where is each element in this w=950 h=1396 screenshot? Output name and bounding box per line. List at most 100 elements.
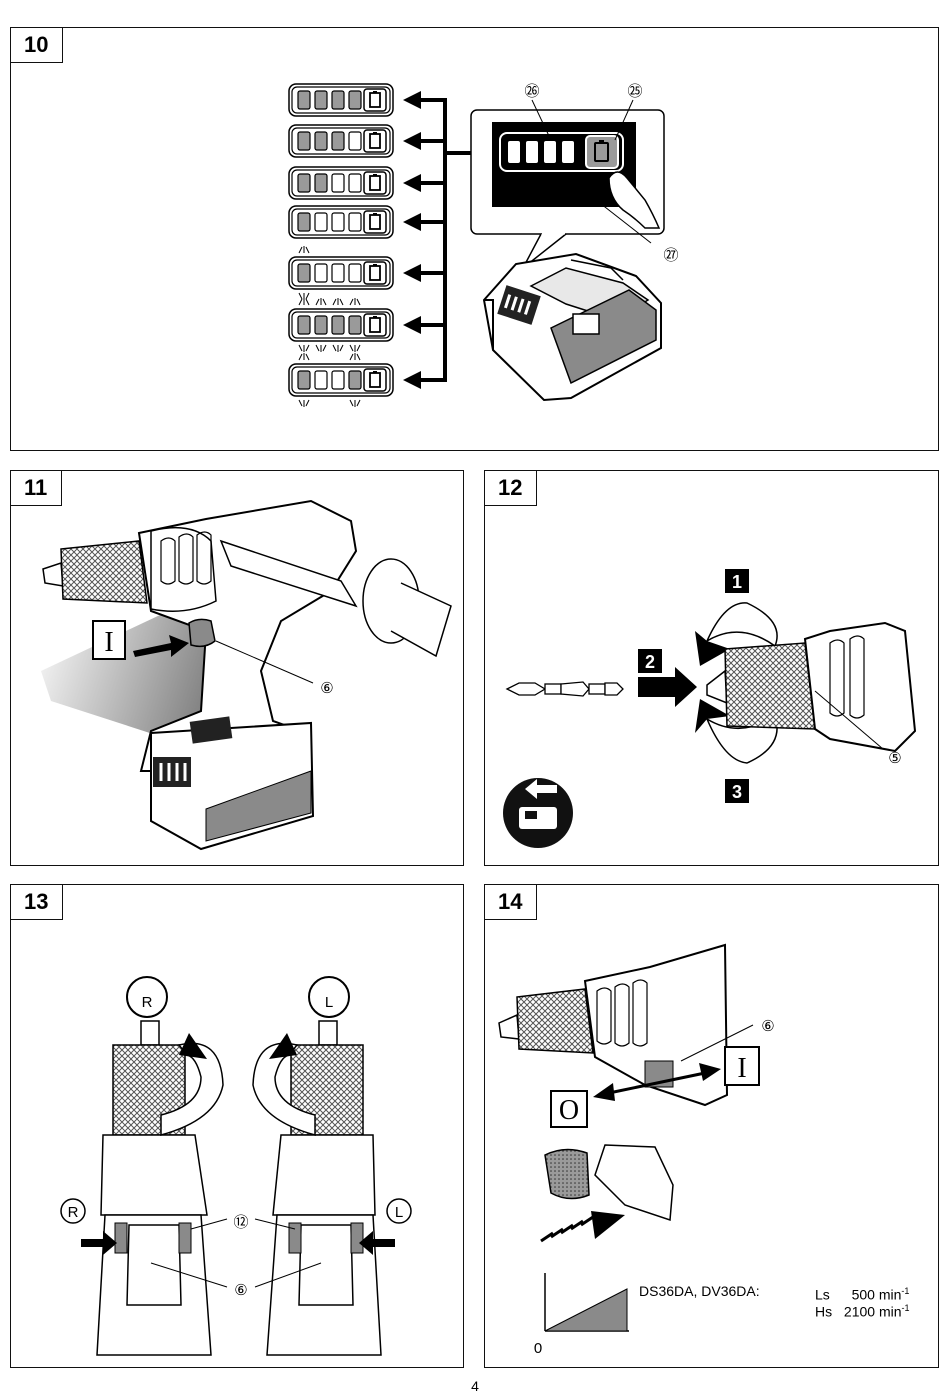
rotate-close-arrow-icon [695,699,730,733]
battery-pack-icon [482,252,662,402]
drill-body [803,621,917,753]
indicator-row [288,298,447,352]
callout-6: ⑥ [320,680,333,697]
speed-low: Ls 500 min-1 [815,1283,909,1304]
switch-lever [644,1060,674,1088]
finger-icon [608,171,661,229]
switch-label-box [92,620,126,660]
figure-number: 13 [11,885,64,920]
arrow-icon [403,264,421,282]
switch-lever [188,618,216,648]
speed-value: 500 min [851,1286,902,1303]
speed-unit-exponent: -1 [901,1303,910,1313]
rotation-direction-illustration: R L R [60,976,412,1356]
callout-6: ⑥ [234,1282,247,1299]
figure-number: 11 [11,471,63,506]
indicator-row [288,246,447,300]
off-label: O [559,1095,579,1126]
indicator-segment [331,370,345,390]
indicator-segment [314,370,328,390]
callout-25: ㉕ [627,83,642,100]
switch-right-label: R [68,1204,79,1221]
battery-indicator-illustration: ㉖ ㉕ ㉗ [288,83,679,407]
arrow-icon [403,316,421,334]
arrow-icon [403,371,421,389]
indicator-segment [297,370,311,390]
step-3-label: 3 [732,782,742,802]
figure-number: 12 [485,471,538,506]
rotate-left-symbol [308,976,350,1018]
on-label: I [737,1053,746,1084]
switch-label: I [104,627,113,658]
indicator-segment [331,315,345,335]
off-label-box [550,1090,588,1128]
indicator-segment [348,131,362,151]
speed-mode: Ls [815,1286,830,1303]
pull-arrow-icon [591,1211,625,1239]
indicator-segment [348,315,362,335]
indicator-segment [314,90,328,110]
figure-14-panel: 14 O I ⑥ [484,884,939,1368]
indicator-segment [331,131,345,151]
step-1-label: 1 [732,572,742,592]
rotate-open-arrow-icon [695,631,730,666]
callout-27: ㉗ [663,247,678,264]
indicator-row [288,124,447,158]
indicator-segment [297,131,311,151]
callout-6: ⑥ [761,1018,774,1035]
step-1-box [725,569,749,593]
rotate-right-symbol [126,976,168,1018]
drill-reverse [252,1020,395,1356]
indicator-segment [314,263,328,283]
figure-number: 10 [11,28,64,63]
push-arrow-icon [638,667,697,707]
arrow-right-icon [699,1063,721,1081]
switch-left-label: L [395,1204,403,1221]
callout-26: ㉖ [524,83,539,100]
indicator-row [288,166,447,200]
rotate-right-label: R [142,994,153,1011]
light-beam [41,591,221,756]
push-arrow-icon [359,1231,395,1255]
indicator-segment [314,131,328,151]
speed-mode: Hs [815,1303,833,1320]
indicator-segment [297,263,311,283]
switch-right-symbol [60,1198,86,1224]
indicator-segment [331,212,345,232]
graph-origin: 0 [534,1340,542,1357]
speed-high: Hs 2100 min-1 [815,1300,910,1321]
figure-12-panel: 12 1 2 3 [484,470,939,866]
arrow-icon [403,132,421,150]
indicator-segment [348,90,362,110]
speed-graph [544,1273,629,1332]
display-callout-box [470,99,665,269]
callout-12: ⑫ [233,1214,248,1231]
arrow-icon [403,91,421,109]
arrow-icon [133,635,189,657]
switch-left-symbol [386,1198,412,1224]
indicator-segment [331,173,345,193]
indicator-segment [331,90,345,110]
handle-closeup [594,1144,674,1222]
indicator-segment [314,315,328,335]
drill-body [583,943,729,1107]
step-2-box [638,649,662,673]
figure-13-panel: 13 R L [10,884,464,1368]
speed-switch-illustration: O I ⑥ 0 [498,943,775,1357]
arrow-left-icon [593,1083,615,1101]
rotate-left-label: L [325,994,333,1011]
figure-number: 14 [485,885,538,920]
trigger-closeup [544,1148,590,1200]
step-2-label: 2 [645,652,655,672]
chuck [516,988,594,1054]
indicator-rows [288,83,447,407]
indicator-segment [314,212,328,232]
indicator-segment [348,370,362,390]
page-number: 4 [471,1378,479,1394]
chuck [724,642,816,730]
indicator-segment [348,173,362,193]
callout-5: ⑤ [888,750,901,767]
indicator-segment [297,90,311,110]
figure-10-panel: 10 ㉖ ㉕ ㉗ [10,27,939,451]
arrow-icon [403,213,421,231]
